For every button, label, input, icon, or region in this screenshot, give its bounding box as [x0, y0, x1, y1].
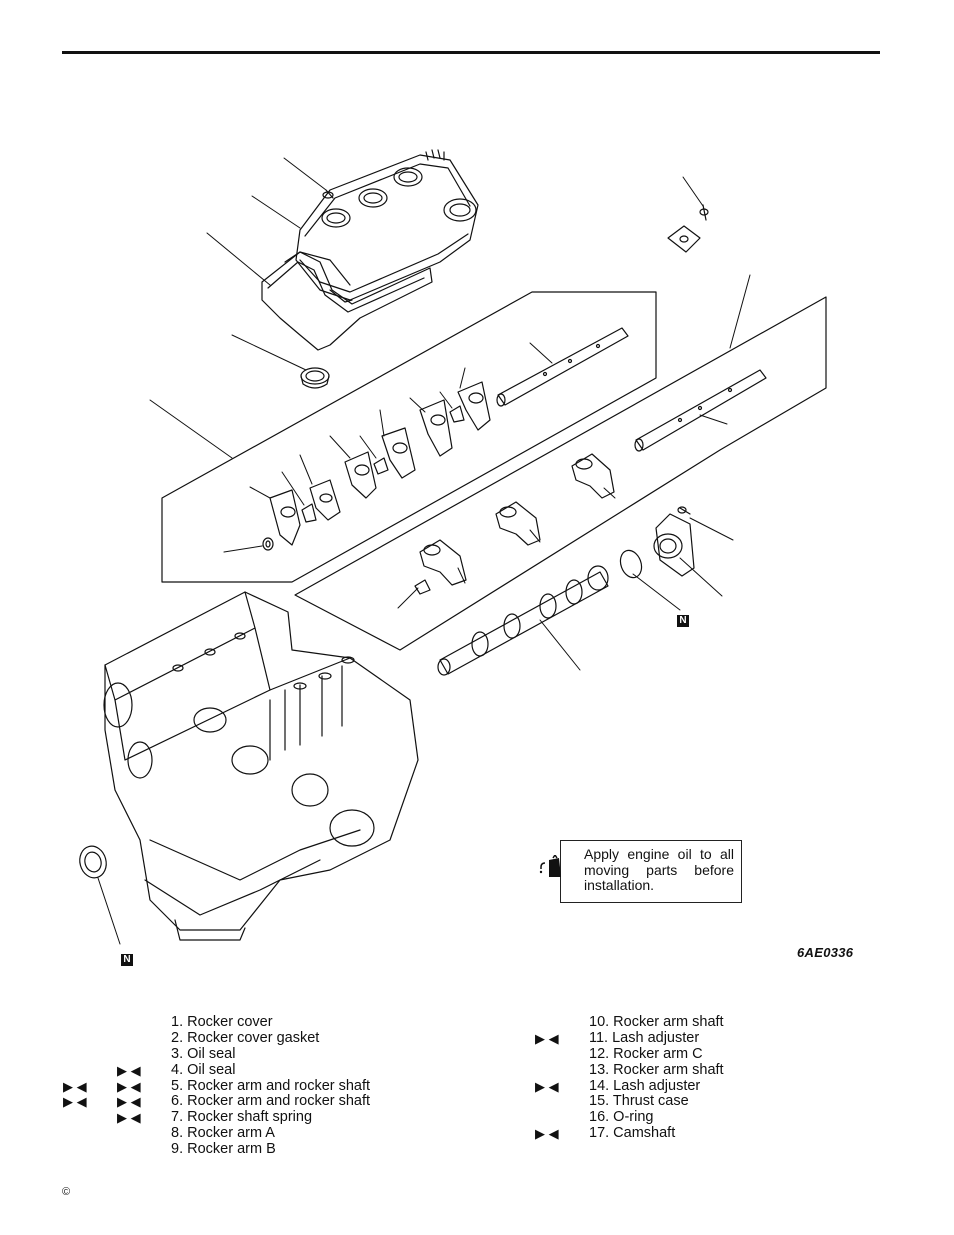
legend-item-label: 15. Thrust case — [589, 1093, 689, 1110]
legend-item-label: 1. Rocker cover — [171, 1014, 273, 1030]
legend-item-label: 5. Rocker arm and rocker shaft — [171, 1077, 371, 1094]
bolt-part — [322, 189, 334, 199]
removal-marks: ▶ ◀ — [63, 1078, 87, 1094]
legend-item: 6. Rocker arm and rocker shaft ▶ ◀ ▶ ◀ — [63, 1093, 471, 1110]
legend-item: 11. Lash adjuster ▶ ◀ — [535, 1029, 889, 1047]
service-point-marks: ▶ ◀ — [117, 1094, 141, 1110]
bolt-washer-part — [667, 204, 709, 253]
legend-item: 15. Thrust case — [589, 1094, 889, 1110]
legend-item: 7. Rocker shaft spring ▶ ◀ — [117, 1109, 471, 1126]
service-point-marks: ▶ ◀ — [117, 1110, 141, 1126]
oil-can-icon — [539, 855, 561, 877]
legend-item: 10. Rocker arm shaft — [589, 1014, 889, 1031]
rocker-shaft-right-part — [634, 369, 767, 452]
camshaft-part — [437, 565, 609, 676]
legend-item-label: 3. Oil seal — [171, 1045, 236, 1062]
leader-lines — [97, 157, 751, 945]
service-point-marks: ▶ ◀ — [117, 1078, 141, 1094]
engine-oil-note-text: Apply engine oil to all moving parts bef… — [584, 846, 734, 893]
legend-item: 13. Rocker arm shaft — [589, 1061, 889, 1079]
assembly-frame-right — [294, 296, 827, 651]
legend-item-label: 10. Rocker arm shaft — [589, 1014, 724, 1030]
legend-item-label: 12. Rocker arm C — [589, 1045, 703, 1062]
legend-item: 3. Oil seal — [171, 1045, 471, 1063]
engine-block — [103, 591, 419, 941]
thrust-case-part — [653, 506, 695, 577]
rocker-cover-part — [284, 149, 479, 303]
rocker-cover-gasket-part — [261, 251, 433, 351]
legend-item: 4. Oil seal ▶ ◀ — [117, 1061, 471, 1079]
service-point-marks: ▶ ◀ — [535, 1126, 559, 1142]
legend-item: 16. O-ring — [589, 1109, 889, 1126]
service-point-marks: ▶ ◀ — [535, 1078, 559, 1094]
legend-item-label: 4. Oil seal — [171, 1061, 236, 1078]
legend-item-label: 6. Rocker arm and rocker shaft — [171, 1093, 371, 1110]
assembly-frame-left — [161, 291, 657, 583]
legend-item: 9. Rocker arm B — [171, 1141, 471, 1158]
o-ring-part — [619, 549, 643, 579]
legend-item-label: 2. Rocker cover gasket — [171, 1029, 320, 1046]
n-badge-o-ring: N — [677, 615, 689, 627]
legend-item: 8. Rocker arm A — [171, 1125, 471, 1142]
service-point-marks: ▶ ◀ — [535, 1030, 559, 1046]
legend-item: 1. Rocker cover — [171, 1014, 471, 1031]
legend-item: 2. Rocker cover gasket — [171, 1029, 471, 1047]
legend-item: 5. Rocker arm and rocker shaft ▶ ◀ ▶ ◀ — [63, 1077, 471, 1095]
copyright-mark: © — [62, 1186, 71, 1198]
rocker-arms-row — [269, 381, 491, 546]
figure-code: 6AE0336 — [797, 945, 854, 960]
rocker-shaft-left-part — [496, 327, 629, 407]
legend-item-label: 13. Rocker arm shaft — [589, 1061, 724, 1078]
rocker-arm-c-row — [414, 453, 615, 595]
legend-item-label: 9. Rocker arm B — [171, 1141, 276, 1158]
legend-item-label: 7. Rocker shaft spring — [171, 1109, 313, 1126]
legend-item: 12. Rocker arm C — [589, 1045, 889, 1063]
legend-item-label: 16. O-ring — [589, 1109, 654, 1126]
header-rule — [62, 51, 880, 54]
legend-item-label: 8. Rocker arm A — [171, 1125, 275, 1142]
legend-item: 17. Camshaft ▶ ◀ — [535, 1125, 889, 1142]
legend-item-label: 17. Camshaft — [589, 1125, 676, 1142]
exploded-view-diagram — [79, 149, 827, 945]
rocker-shaft-spring-part — [262, 537, 274, 551]
front-oil-seal-part — [79, 845, 107, 879]
service-point-marks: ▶ ◀ — [117, 1062, 141, 1078]
engine-oil-note: Apply engine oil to all moving parts bef… — [539, 840, 742, 903]
removal-marks: ▶ ◀ — [63, 1094, 87, 1110]
legend-item-label: 11. Lash adjuster — [589, 1029, 700, 1046]
n-badge-oil-seal: N — [121, 954, 133, 966]
legend-item: 14. Lash adjuster ▶ ◀ — [535, 1077, 889, 1095]
oil-seal-part — [300, 367, 330, 389]
legend-item-label: 14. Lash adjuster — [589, 1077, 701, 1094]
